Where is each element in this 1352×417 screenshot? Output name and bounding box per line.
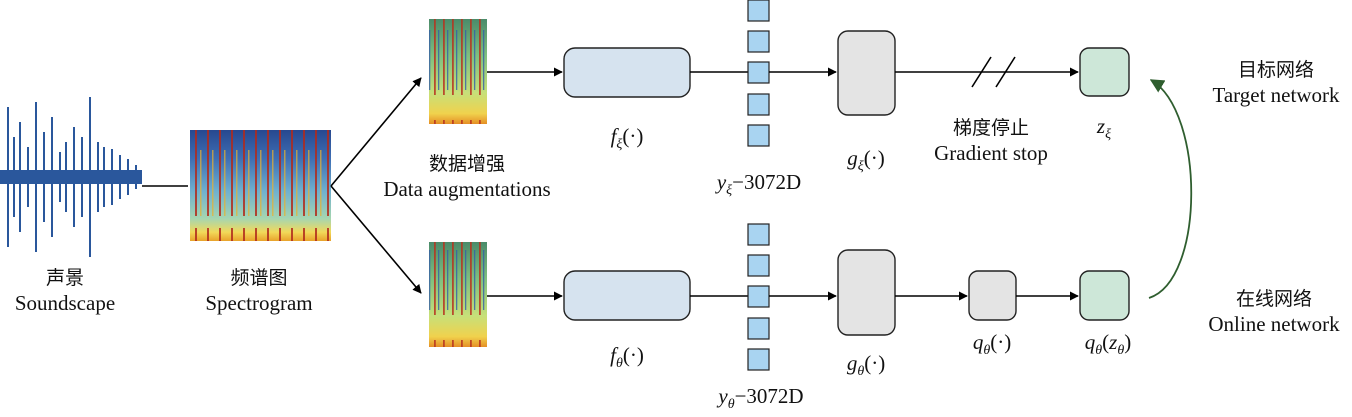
output-online-label: qθ(zθ)	[1084, 330, 1132, 358]
projector-online-box	[837, 249, 896, 336]
predictor-label: qθ(·)	[972, 330, 1012, 358]
soundscape-label-en: Soundscape	[14, 291, 116, 315]
stop-gradient-label-cn: 梯度停止	[952, 117, 1029, 139]
output-target-box	[1079, 47, 1130, 97]
encoder-target-label: fξ(·)	[610, 124, 644, 152]
representation-online-label: yθ−3072D	[718, 384, 804, 412]
soundscape-waveform	[0, 97, 142, 257]
soundscape-label-cn: 声景	[45, 267, 84, 289]
stop-gradient-label: 梯度停止 Gradient stop	[914, 116, 1068, 166]
online-to-target-arrow	[1148, 79, 1193, 299]
output-online-box	[1079, 270, 1130, 321]
spectrogram-label: 频谱图 Spectrogram	[195, 266, 323, 316]
target-network-label-en: Target network	[1212, 83, 1340, 107]
encoder-online-box	[563, 270, 691, 321]
encoder-target-box	[563, 47, 691, 98]
arrow-to-aug-top	[330, 77, 422, 187]
stop-gradient-mark	[971, 56, 1016, 88]
augmentation-label-cn: 数据增强	[428, 153, 505, 175]
spectrogram-label-cn: 频谱图	[230, 267, 288, 289]
online-network-label-cn: 在线网络	[1235, 288, 1312, 310]
output-target-label: zξ	[1096, 114, 1112, 142]
augmented-spectrogram-top	[429, 19, 487, 124]
encoder-online-label: fθ(·)	[610, 343, 644, 371]
representation-vector-target	[747, 0, 770, 147]
online-network-label-en: Online network	[1208, 312, 1340, 336]
target-network-label-cn: 目标网络	[1237, 59, 1314, 81]
predictor-box	[968, 270, 1017, 321]
stop-gradient-label-en: Gradient stop	[934, 141, 1048, 165]
arrow-to-aug-bottom	[330, 185, 422, 294]
projector-online-label: gθ(·)	[846, 351, 886, 379]
representation-vector-online	[747, 223, 770, 371]
online-network-label: 在线网络 Online network	[1196, 287, 1352, 337]
augmented-spectrogram-bottom	[429, 242, 487, 347]
spectrogram-label-en: Spectrogram	[205, 291, 313, 315]
augmentation-label: 数据增强 Data augmentations	[365, 152, 569, 202]
projector-target-box	[837, 30, 896, 116]
projector-target-label: gξ(·)	[847, 146, 885, 174]
representation-target-label: yξ−3072D	[716, 170, 802, 198]
soundscape-label: 声景 Soundscape	[10, 266, 120, 316]
augmentation-label-en: Data augmentations	[383, 177, 551, 201]
spectrogram-image	[190, 130, 331, 241]
target-network-label: 目标网络 Target network	[1200, 58, 1352, 108]
